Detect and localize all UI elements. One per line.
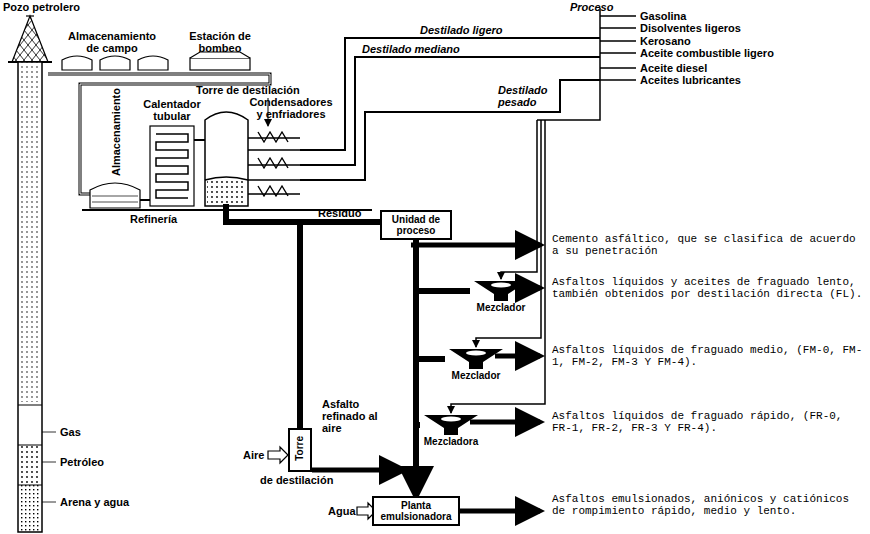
mixer-label: Mezclador — [470, 302, 532, 314]
distillation-tower — [205, 112, 248, 206]
product-name: Aceite diesel — [640, 62, 707, 74]
storage-tank — [90, 183, 140, 208]
air-tower: Torrede destilación — [288, 428, 312, 472]
stream-name: Destilado pesado — [498, 84, 556, 108]
mixer-symbol — [445, 348, 507, 370]
layer-name: Arena y agua — [60, 496, 129, 508]
layer-name: Gas — [60, 426, 81, 438]
product-description: Asfaltos líquidos de fraguado medio, (FM… — [552, 344, 864, 368]
well-name: Pozo petrolero — [3, 1, 80, 13]
mixer: Mezcladora — [420, 414, 482, 448]
box-label: Unidad de proceso — [385, 214, 447, 236]
product-description: Asfaltos líquidos de fraguado rápido, (F… — [552, 410, 864, 434]
field-storage-tanks — [62, 56, 168, 70]
well-casing — [18, 62, 56, 532]
tubular-heater — [150, 126, 194, 206]
layer-name: Petróleo — [60, 456, 104, 468]
mixer: Mezclador — [470, 280, 532, 314]
part-name: Calentador tubular — [142, 98, 202, 122]
product-name: Disolventes ligeros — [640, 22, 741, 34]
stream-name: Destilado mediano — [362, 43, 460, 55]
product-arrows — [411, 245, 540, 511]
tower-caption: de destilación — [260, 474, 333, 486]
mixer-symbol — [420, 414, 482, 436]
product-description: Cemento asfáltico, que se clasifica de a… — [552, 233, 864, 257]
flow-line — [416, 240, 445, 359]
emulsion-plant-box: Planta emulsionadora — [372, 496, 460, 526]
oil-derrick — [8, 16, 52, 62]
part-name: Estación de bombeo — [182, 30, 258, 54]
input-name: Agua — [328, 505, 356, 517]
part-name: Condensadores y enfriadores — [248, 96, 334, 120]
flow-line — [416, 240, 470, 291]
tower-label: Torre — [294, 436, 305, 461]
product-description: Asfaltos emulsionados, aniónicos y catió… — [552, 493, 864, 517]
stream-name: Residuo — [318, 207, 361, 219]
part-name: Refinería — [130, 213, 177, 225]
residue-lines — [226, 204, 404, 470]
part-name: Almacenamiento — [110, 88, 122, 176]
mixer: Mezclador — [445, 348, 507, 382]
mixer-label: Mezcladora — [420, 436, 482, 448]
mixer-label: Mezclador — [445, 370, 507, 382]
flow-line — [413, 240, 419, 496]
product-name: Asfalto refinado al aire — [322, 398, 388, 434]
box-label: Planta emulsionadora — [377, 500, 455, 522]
product-name: Gasolina — [640, 10, 686, 22]
stream-name: Proceso — [570, 1, 613, 13]
product-name: Kerosano — [640, 35, 691, 47]
part-name: Almacenamiento de campo — [62, 30, 162, 54]
part-name: Torre de destilación — [196, 84, 300, 96]
product-name: Aceite combustible ligero — [640, 47, 774, 59]
stream-name: Destilado ligero — [420, 24, 503, 36]
product-description: Asfaltos líquidos y aceites de fraguado … — [552, 276, 864, 300]
process-unit-box: Unidad de proceso — [380, 210, 452, 240]
pumping-station — [190, 52, 250, 70]
product-name: Aceites lubricantes — [640, 74, 741, 86]
input-name: Aire — [243, 449, 264, 461]
mixer-symbol — [470, 280, 532, 302]
